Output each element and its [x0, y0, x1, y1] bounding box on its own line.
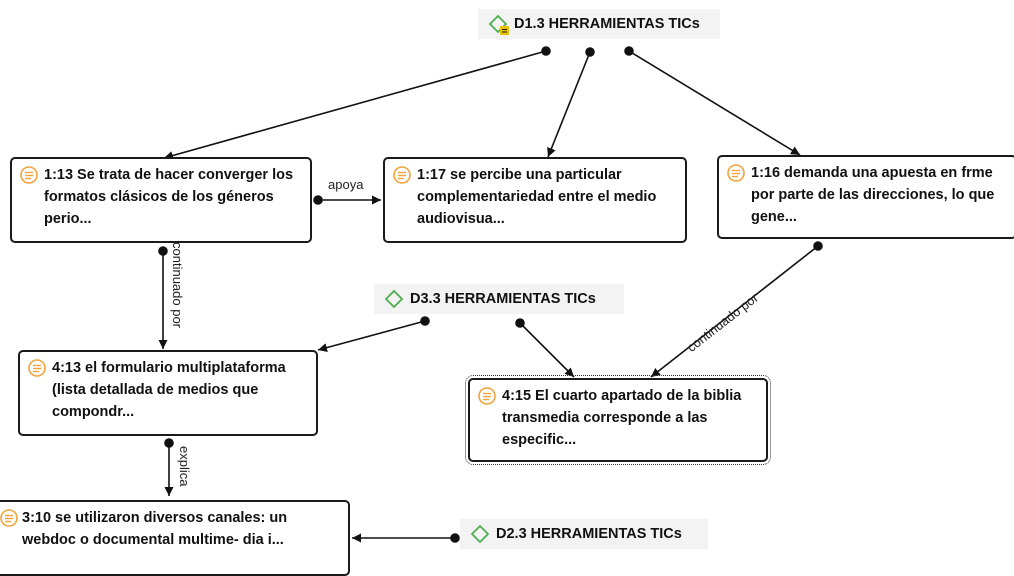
quotation-node-4-15[interactable]: 4:15 El cuarto apartado de la biblia tra… [465, 375, 771, 465]
quotation-text: 4:13 el formulario multiplataforma (list… [52, 360, 286, 420]
code-label: D3.3 HERRAMIENTAS TICs [410, 291, 596, 307]
quotation-node-1-17[interactable]: 1:17 se percibe una particular complemen… [383, 157, 687, 243]
quotation-text: 3:10 se utilizaron diversos canales: un … [22, 510, 288, 548]
code-node-d13[interactable]: D1.3 HERRAMIENTAS TICs [478, 9, 720, 39]
quotation-node-1-13[interactable]: 1:13 Se trata de hacer converger los for… [10, 157, 312, 243]
link-d33-to-q415 [519, 322, 575, 378]
quotation-doc-icon [393, 166, 411, 184]
quotation-doc-icon [0, 509, 18, 527]
link-d33-to-q413 [317, 320, 426, 352]
code-label: D1.3 HERRAMIENTAS TICs [514, 16, 700, 32]
code-node-d23[interactable]: D2.3 HERRAMIENTAS TICs [460, 519, 708, 549]
quotation-text: 1:13 Se trata de hacer converger los for… [44, 167, 294, 227]
quotation-text: 1:17 se percibe una particular complemen… [417, 167, 657, 227]
comment-marker-icon [500, 26, 509, 35]
link-continuado-por-2 [650, 245, 819, 378]
quotation-doc-icon [20, 166, 38, 184]
quotation-node-4-13[interactable]: 4:13 el formulario multiplataforma (list… [18, 350, 318, 436]
quotation-doc-icon [727, 164, 745, 182]
green-diamond-icon [470, 524, 490, 544]
link-d13-to-q116 [628, 50, 801, 156]
code-node-d33[interactable]: D3.3 HERRAMIENTAS TICs [374, 284, 624, 314]
green-diamond-icon [488, 14, 509, 35]
green-diamond-icon [384, 289, 404, 309]
relation-label-continuado-por: continuado por [170, 242, 185, 329]
quotation-doc-icon [478, 387, 496, 405]
link-d13-to-q117 [547, 51, 591, 158]
quotation-text: 4:15 El cuarto apartado de la biblia tra… [502, 388, 742, 448]
link-d13-to-q113 [163, 50, 547, 160]
relation-label-explica: explica [177, 446, 192, 487]
code-label: D2.3 HERRAMIENTAS TICs [496, 526, 682, 542]
quotation-node-3-10[interactable]: 3:10 se utilizaron diversos canales: un … [0, 500, 350, 576]
quotation-doc-icon [28, 359, 46, 377]
quotation-node-1-16[interactable]: 1:16 demanda una apuesta en frme por par… [717, 155, 1014, 239]
quotation-text: 1:16 demanda una apuesta en frme por par… [751, 165, 995, 225]
relation-label-apoya: apoya [328, 177, 364, 192]
